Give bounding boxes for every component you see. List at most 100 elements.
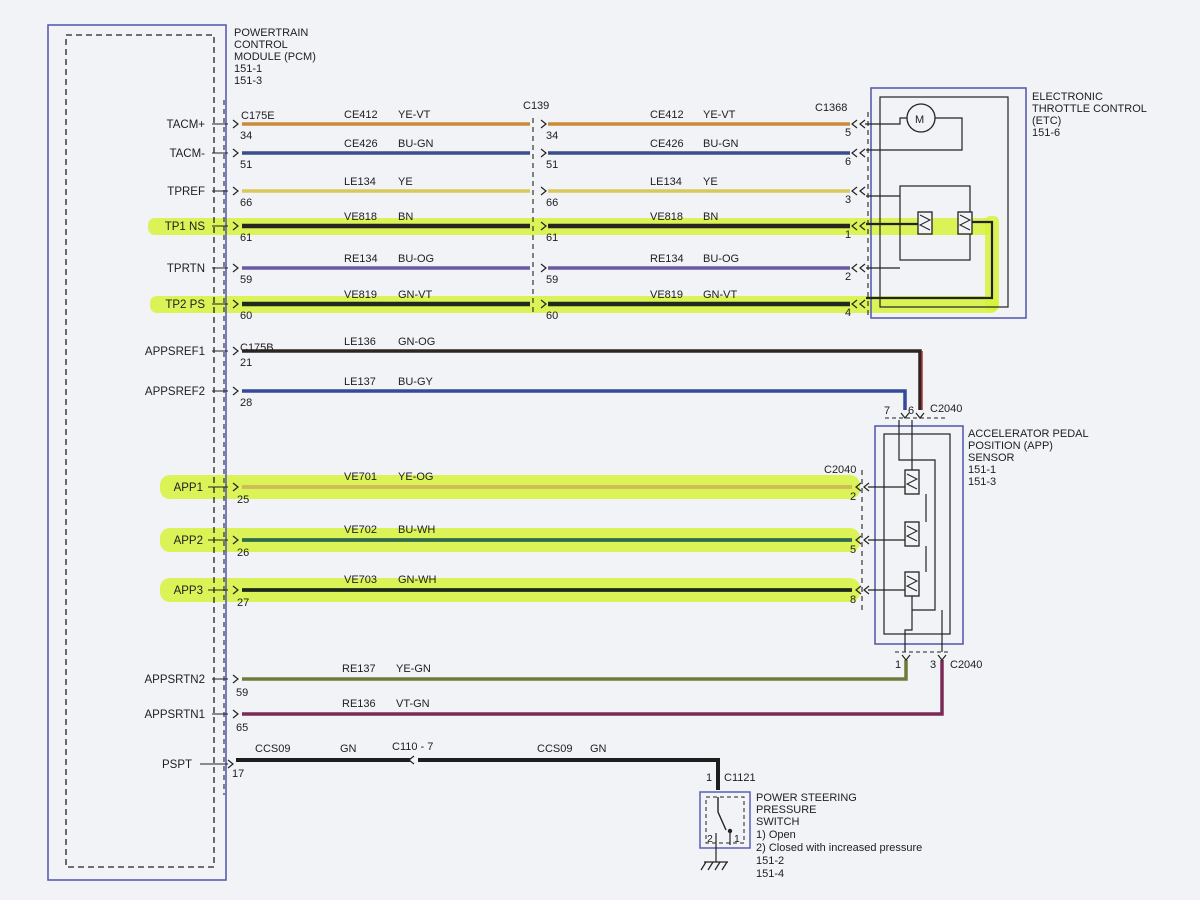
circuit-code: RE134 [650, 253, 684, 265]
signal-label: TPRTN [167, 263, 205, 275]
etc-pin-arrow-2 [859, 148, 866, 158]
c139-pin-number: 61 [546, 232, 558, 244]
pcm-pin-number: 60 [240, 310, 252, 322]
pcm-pin-number: 61 [240, 232, 252, 244]
circuit-code: CE426 [650, 138, 684, 150]
etc-pin-number: 3 [845, 194, 851, 206]
etc-pin4-loop [866, 220, 994, 300]
wire-segment [242, 660, 908, 681]
motor-icon-label: M [915, 114, 924, 126]
etc-pin-arrow-2 [859, 299, 866, 309]
ps-switch-component: 2 1 [699, 791, 751, 871]
etc-pin-arrow [851, 148, 858, 158]
c139-pin-number: 60 [546, 310, 558, 322]
pcm-pin-arrow [232, 119, 239, 129]
pcm-pin-arrow [232, 148, 239, 158]
circuit-code: VE702 [344, 524, 377, 536]
app-outer-frame [874, 425, 964, 645]
wire-color-code: BN [703, 211, 718, 223]
wire-color-code: VT-GN [396, 698, 430, 710]
app-pin-arrow-2 [863, 585, 870, 595]
app-pin-number: 3 [930, 659, 936, 671]
etc-pin-number: 6 [845, 156, 851, 168]
etc-pin-arrow [851, 119, 858, 129]
pcm-pin-arrow [232, 186, 239, 196]
app-pin-arrow [937, 654, 947, 661]
c2040-bottom-label: C2040 [950, 659, 982, 671]
circuit-code: VE701 [344, 471, 377, 483]
pcm-pin-arrow [232, 585, 239, 595]
circuit-code: LE137 [344, 376, 376, 388]
ps-title-line-7: 151-4 [756, 868, 784, 880]
etc-pin-arrow [851, 221, 858, 231]
c1368-label: C1368 [815, 102, 847, 114]
app-title-line-3: SENSOR [968, 452, 1015, 464]
wire-color-code: YE-VT [703, 109, 736, 121]
app-title: ACCELERATOR PEDAL POSITION (APP) SENSOR … [968, 428, 1089, 488]
pcm-pin-arrow [232, 535, 239, 545]
c1121-label: C1121 [724, 772, 756, 784]
pspt-color-a: GN [340, 743, 357, 755]
app-inner-frame [883, 433, 951, 635]
pcm-pin-arrow [232, 386, 239, 396]
app-title-line-1: ACCELERATOR PEDAL [968, 428, 1089, 440]
app-title-line-4: 151-1 [968, 464, 996, 476]
signal-label: APP2 [174, 535, 203, 547]
wire-segment [242, 660, 944, 716]
ps-title-line-4: 1) Open [756, 829, 796, 841]
etc-title: ELECTRONIC THROTTLE CONTROL (ETC) 151-6 [1032, 91, 1147, 139]
etc-component: M [865, 87, 1027, 319]
c139-pin-number: 51 [546, 159, 558, 171]
pspt-circuit: PSPT 17 CCS09 GN C110 - 7 CCS09 GN 1 C11… [162, 741, 756, 790]
etc-title-line-4: 151-6 [1032, 127, 1060, 139]
signal-label: TP2 PS [165, 299, 205, 311]
circuit-code: VE703 [344, 574, 377, 586]
wire-color-code: YE-OG [398, 471, 433, 483]
pcm-title-line-2: CONTROL [234, 39, 288, 51]
c139-pin-number: 34 [546, 130, 558, 142]
signal-label: TPREF [167, 186, 205, 198]
ps-title-line-6: 151-2 [756, 855, 784, 867]
etc-outer-frame [870, 87, 1027, 319]
etc-pin-arrow-2 [859, 186, 866, 196]
pcm-pin-number: 21 [240, 357, 252, 369]
circuit-code: LE136 [344, 336, 376, 348]
etc-pin-number: 5 [845, 127, 851, 139]
ps-title-line-1: POWER STEERING [756, 792, 857, 804]
ps-switch-title: POWER STEERING PRESSURE SWITCH 1) Open 2… [756, 792, 922, 880]
signal-label: APPSREF1 [145, 346, 205, 358]
pcm-pin-number: 26 [237, 547, 249, 559]
switch-pivot-icon [727, 828, 733, 834]
etc-pin-arrow [851, 263, 858, 273]
signal-label: TACM+ [167, 119, 206, 131]
app-pin-arrow [855, 535, 862, 545]
app-pin-number: 1 [895, 659, 901, 671]
pcm-pin-arrow [232, 263, 239, 273]
etc-pin-arrow [851, 299, 858, 309]
c139-pin-arrow [540, 263, 547, 273]
pcm-pin-arrow [232, 346, 239, 356]
signal-label: APP3 [174, 585, 203, 597]
ps-title-line-2: PRESSURE [756, 804, 817, 816]
switch-contact-icon [717, 797, 727, 831]
pcm-pin-number: 25 [237, 494, 249, 506]
app-internal-rtn2 [904, 596, 913, 652]
wire-color-code: BU-GN [398, 138, 434, 150]
app-pin-arrow [900, 412, 910, 419]
c110-label: C110 - 7 [392, 741, 433, 753]
pcm-outer-frame [47, 24, 227, 881]
app-sensor-2-icon [904, 521, 920, 547]
circuit-code: VE819 [344, 289, 377, 301]
motor-wire-5 [865, 117, 907, 125]
circuit-code: VE818 [650, 211, 683, 223]
pspt-circuit-a: CCS09 [255, 743, 290, 755]
pcm-pin-number: 59 [240, 274, 252, 286]
c139-label: C139 [523, 100, 549, 112]
pcm-inner-dashed-box [65, 34, 215, 868]
wire-color-code: YE [398, 176, 413, 188]
